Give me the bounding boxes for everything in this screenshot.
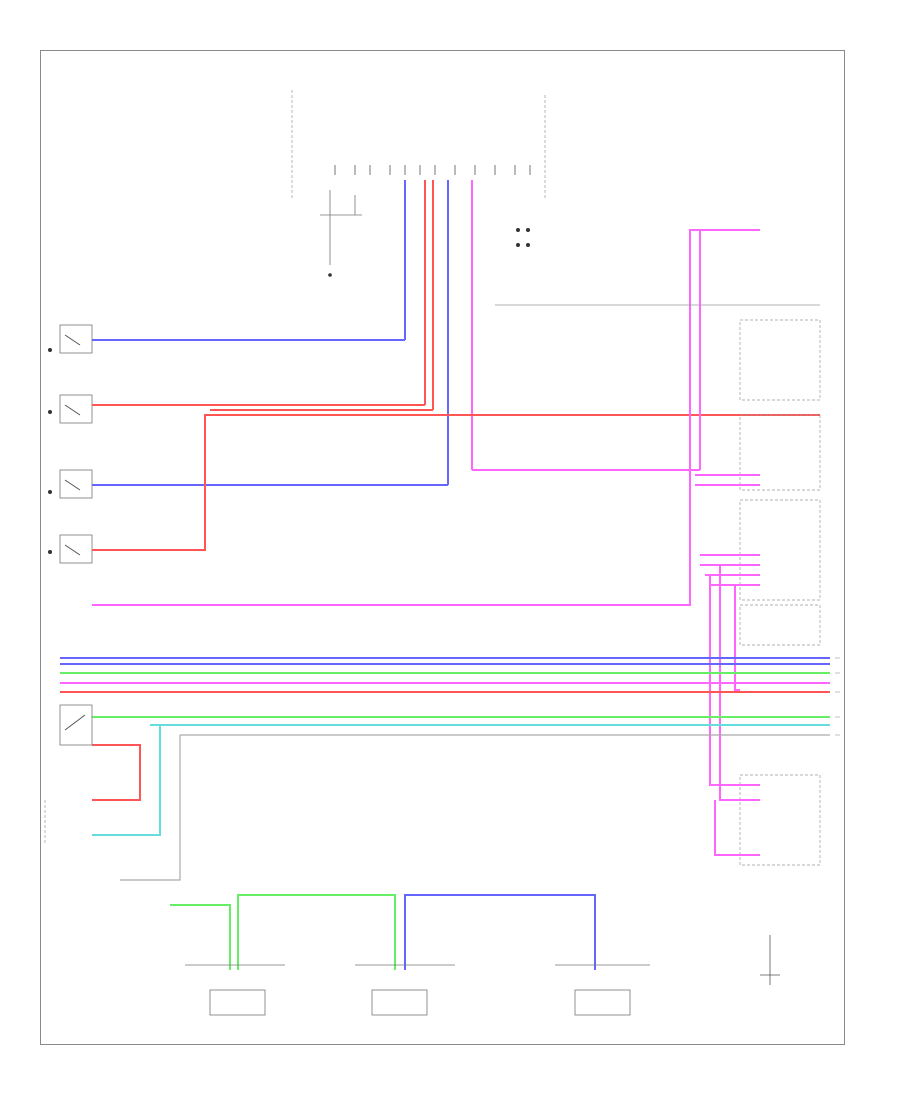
ground-symbol-right — [760, 935, 780, 985]
lr-door-switch — [48, 469, 93, 499]
sender-wire-red-loop — [92, 744, 141, 801]
fuel-sender-icon — [59, 704, 93, 746]
wire-right-magenta-9 — [719, 565, 760, 801]
page-edge-ticks — [835, 657, 840, 736]
tire-sensor-icon — [371, 989, 428, 1016]
bus-wires — [60, 657, 830, 881]
tire-sensor-icon — [209, 989, 266, 1016]
ecu-box-bottom — [739, 774, 821, 866]
rf-sensor-green — [237, 894, 396, 970]
rr-sensor-blue — [404, 894, 596, 970]
vertical-wires — [404, 180, 473, 485]
tire-sensor-wires — [170, 894, 596, 970]
ecu-box-bus — [739, 604, 821, 646]
sender-wire-gray-drop — [120, 735, 181, 881]
lf-sensor-green — [170, 904, 231, 970]
right-components — [495, 304, 821, 866]
door-switch-wires — [92, 229, 820, 606]
ecu-box-middle — [739, 414, 821, 491]
wire-right-magenta-8 — [709, 575, 760, 786]
right-magenta-wires — [695, 230, 760, 856]
wire-lf-door-red — [92, 414, 820, 551]
splice-dots — [328, 228, 530, 277]
wire-right-magenta-10 — [714, 800, 760, 856]
door-switch-icon — [59, 469, 93, 499]
top-connector-block — [291, 90, 546, 277]
rr-tire-sensor — [555, 964, 650, 1016]
ecu-box-upper — [739, 319, 821, 401]
door-switch-icon — [59, 324, 93, 354]
wire-right-magenta-11 — [734, 585, 740, 691]
rr-door-switch — [48, 394, 93, 424]
fuel-sender — [44, 704, 93, 845]
connector-pins — [334, 165, 531, 175]
rf-door-switch — [48, 324, 93, 354]
sender-wire-cyan-low — [92, 725, 161, 836]
ecu-box-lower — [739, 499, 821, 601]
rf-tire-sensor — [355, 964, 455, 1016]
door-switch-icon — [59, 534, 93, 564]
wire-magenta-gauge — [92, 229, 760, 606]
lf-door-switch — [48, 534, 93, 564]
lf-tire-sensor — [185, 964, 285, 1016]
door-switch-icon — [59, 394, 93, 424]
diagram-border — [40, 50, 845, 1045]
tire-sensor-icon — [574, 989, 631, 1016]
